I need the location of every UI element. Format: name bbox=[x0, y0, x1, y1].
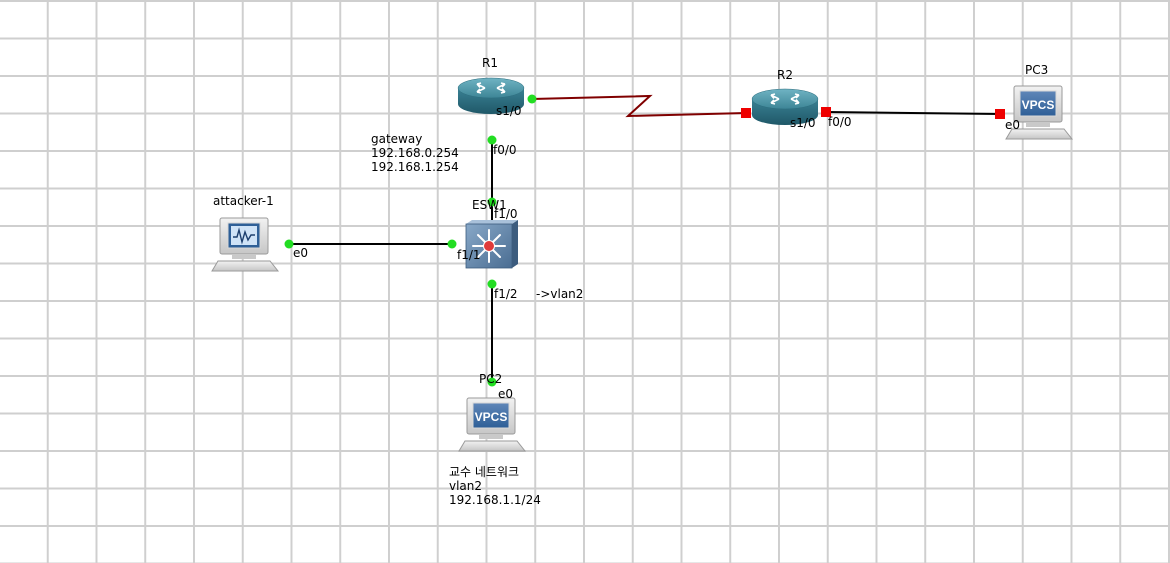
port-indicator-esw1-f12 bbox=[487, 279, 497, 289]
node-label-r2[interactable]: R2 bbox=[777, 68, 793, 82]
pc2-info-line-2: vlan2 bbox=[449, 479, 483, 493]
gateway-note-line-3: 192.168.1.254 bbox=[371, 160, 459, 174]
port-indicator-esw1-f11 bbox=[447, 239, 457, 249]
port-indicator-pc3-e0 bbox=[995, 109, 1005, 119]
router-r1-icon[interactable] bbox=[457, 77, 525, 114]
port-label-esw1-f12: f1/2 bbox=[494, 287, 518, 301]
link-r1-r2-serial[interactable] bbox=[531, 94, 747, 118]
router-r2-icon[interactable] bbox=[751, 88, 819, 125]
host-pc2-icon[interactable]: VPCS bbox=[458, 397, 527, 452]
gateway-note-line-1: gateway bbox=[371, 132, 423, 146]
node-label-pc3[interactable]: PC3 bbox=[1025, 63, 1049, 77]
gateway-note-line-2: 192.168.0.254 bbox=[371, 146, 459, 160]
port-label-r2-s10: s1/0 bbox=[790, 116, 816, 130]
port-indicator-esw1-f10 bbox=[487, 197, 497, 207]
gateway-note[interactable]: gateway 192.168.0.254 192.168.1.254 bbox=[371, 132, 459, 174]
port-label-esw1-f10: f1/0 bbox=[494, 207, 518, 221]
port-label-r1-s10: s1/0 bbox=[496, 104, 522, 118]
pc3-vpcs-badge: VPCS bbox=[1022, 98, 1055, 112]
port-label-r1-f00: f0/0 bbox=[493, 143, 517, 157]
host-attacker-icon[interactable] bbox=[211, 217, 280, 272]
node-label-esw1[interactable]: ESW1 bbox=[472, 198, 507, 212]
port-indicator-r2-s10 bbox=[741, 108, 751, 118]
port-indicator-r2-f00 bbox=[821, 107, 831, 117]
port-indicator-r1-s10 bbox=[527, 94, 537, 104]
port-label-attacker-e0: e0 bbox=[293, 246, 309, 260]
port-indicator-pc2-e0 bbox=[487, 377, 497, 387]
vlan-arrow-note[interactable]: ->vlan2 bbox=[536, 287, 584, 301]
port-indicator-attacker-e0 bbox=[284, 239, 294, 249]
port-indicator-r1-f00 bbox=[487, 135, 497, 145]
link-r2-pc3[interactable] bbox=[825, 111, 1001, 115]
port-label-esw1-f11: f1/1 bbox=[457, 248, 481, 262]
port-label-pc3-e0: e0 bbox=[1005, 118, 1021, 132]
pc2-info-note[interactable]: 교수 네트워크 vlan2 192.168.1.1/24 bbox=[449, 465, 541, 507]
host-pc3-icon[interactable]: VPCS bbox=[1005, 85, 1074, 140]
port-label-pc2-e0: e0 bbox=[498, 387, 514, 401]
port-label-r2-f00: f0/0 bbox=[828, 115, 852, 129]
node-label-r1[interactable]: R1 bbox=[482, 56, 498, 70]
pc2-info-line-3: 192.168.1.1/24 bbox=[449, 493, 541, 507]
node-label-attacker[interactable]: attacker-1 bbox=[213, 194, 274, 208]
pc2-vpcs-badge: VPCS bbox=[475, 410, 508, 424]
pc2-info-line-1: 교수 네트워크 bbox=[449, 465, 520, 479]
node-label-pc2[interactable]: PC2 bbox=[479, 372, 503, 386]
switch-esw1-icon[interactable] bbox=[465, 220, 518, 269]
